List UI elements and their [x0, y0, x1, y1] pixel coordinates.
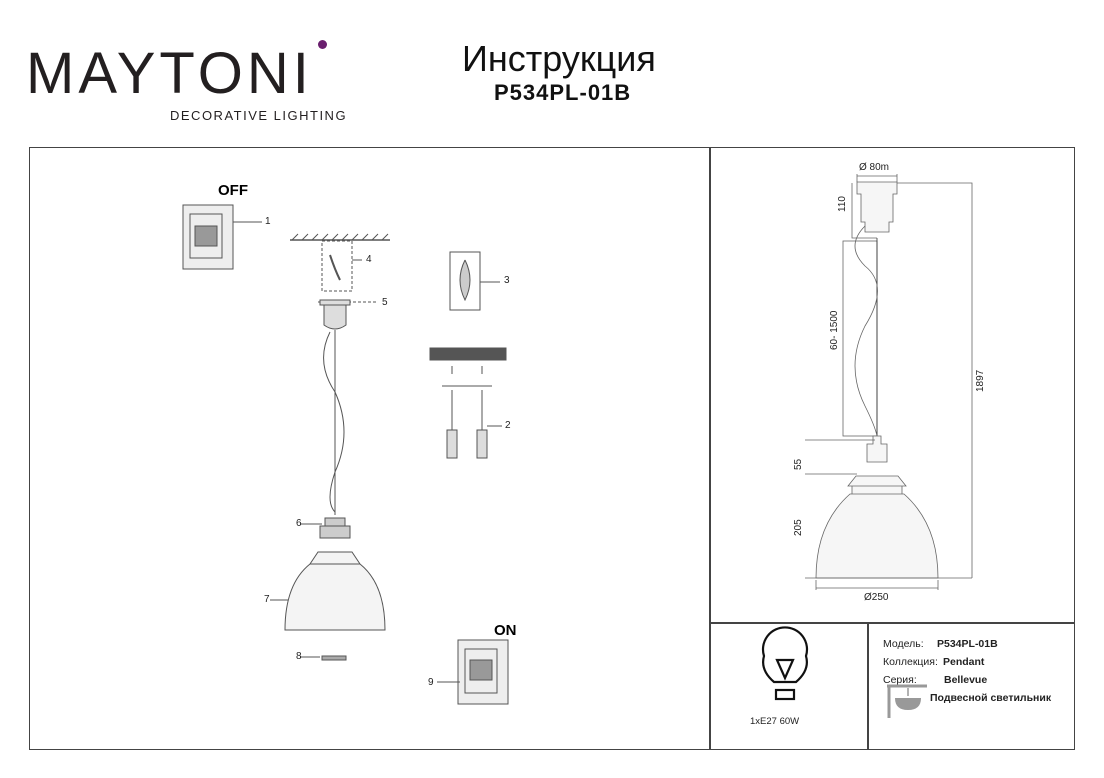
series-label: Серия:: [883, 674, 917, 686]
logo-dot: [318, 40, 327, 49]
collection-label: Коллекция:: [883, 656, 938, 668]
divider: [709, 147, 711, 750]
instruction-frame: [29, 147, 1075, 750]
off-label: OFF: [218, 182, 248, 199]
collection-value: Pendant: [943, 656, 985, 668]
brand-logo: MAYTONI: [26, 44, 313, 104]
switch-on-icon: [457, 639, 509, 705]
callout-2: 2: [505, 420, 511, 431]
shade-diameter: Ø250: [864, 592, 889, 603]
divider: [867, 622, 869, 750]
page-title: Инструкция: [462, 38, 656, 79]
callout-1: 1: [265, 216, 271, 227]
bulb-spec: 1xE27 60W: [750, 716, 800, 727]
model-label: Модель:: [883, 638, 924, 650]
on-label: ON: [494, 622, 517, 639]
callout-5: 5: [382, 297, 388, 308]
brand-tagline: DECORATIVE LIGHTING: [170, 108, 348, 123]
series-value: Bellevue: [944, 674, 988, 686]
type-value: Подвесной светильник: [930, 692, 1052, 704]
top-diameter: Ø 80m: [859, 162, 890, 173]
brand-name: MAYTONI: [26, 41, 313, 106]
callout-4: 4: [366, 254, 372, 265]
callout-8: 8: [296, 651, 302, 662]
callout-7: 7: [264, 594, 270, 605]
switch-off-icon: [182, 204, 234, 270]
model-value: P534PL-01B: [937, 638, 998, 650]
callout-9: 9: [428, 677, 434, 688]
callout-6: 6: [296, 518, 302, 529]
model-code: P534PL-01B: [494, 80, 632, 105]
callout-3: 3: [504, 275, 510, 286]
divider: [709, 622, 1075, 624]
